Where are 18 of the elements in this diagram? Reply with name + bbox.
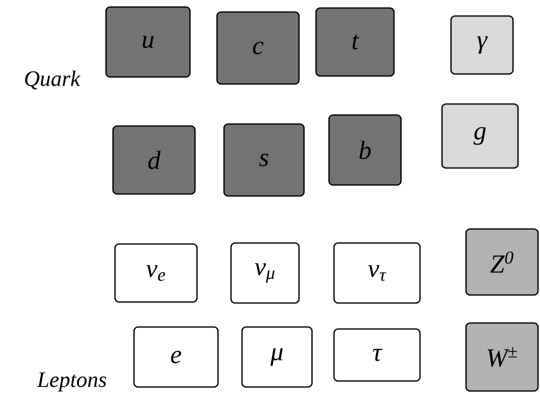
particle-box: Z$^{0}$ xyxy=(465,228,539,296)
particle-box: ν$_{e}$ xyxy=(114,243,198,303)
particle-box: g xyxy=(441,103,519,169)
particle-box: c xyxy=(216,11,300,85)
particle-box: ν$_{μ}$ xyxy=(230,242,300,304)
particle-box: μ xyxy=(241,326,313,388)
particle-box: b xyxy=(328,114,402,186)
group-label: Quark xyxy=(25,70,80,90)
particle-box: t xyxy=(315,7,395,77)
particle-box: u xyxy=(105,6,191,78)
particle-box: W$^{±}$ xyxy=(465,322,539,392)
particle-box: τ xyxy=(333,328,421,382)
group-label: Leptons xyxy=(36,372,106,392)
particle-box: γ xyxy=(450,15,514,75)
particle-box: s xyxy=(223,123,305,197)
particle-box: d xyxy=(112,125,196,195)
particle-box: e xyxy=(133,326,219,388)
particle-box: ν$_{τ}$ xyxy=(333,242,421,304)
